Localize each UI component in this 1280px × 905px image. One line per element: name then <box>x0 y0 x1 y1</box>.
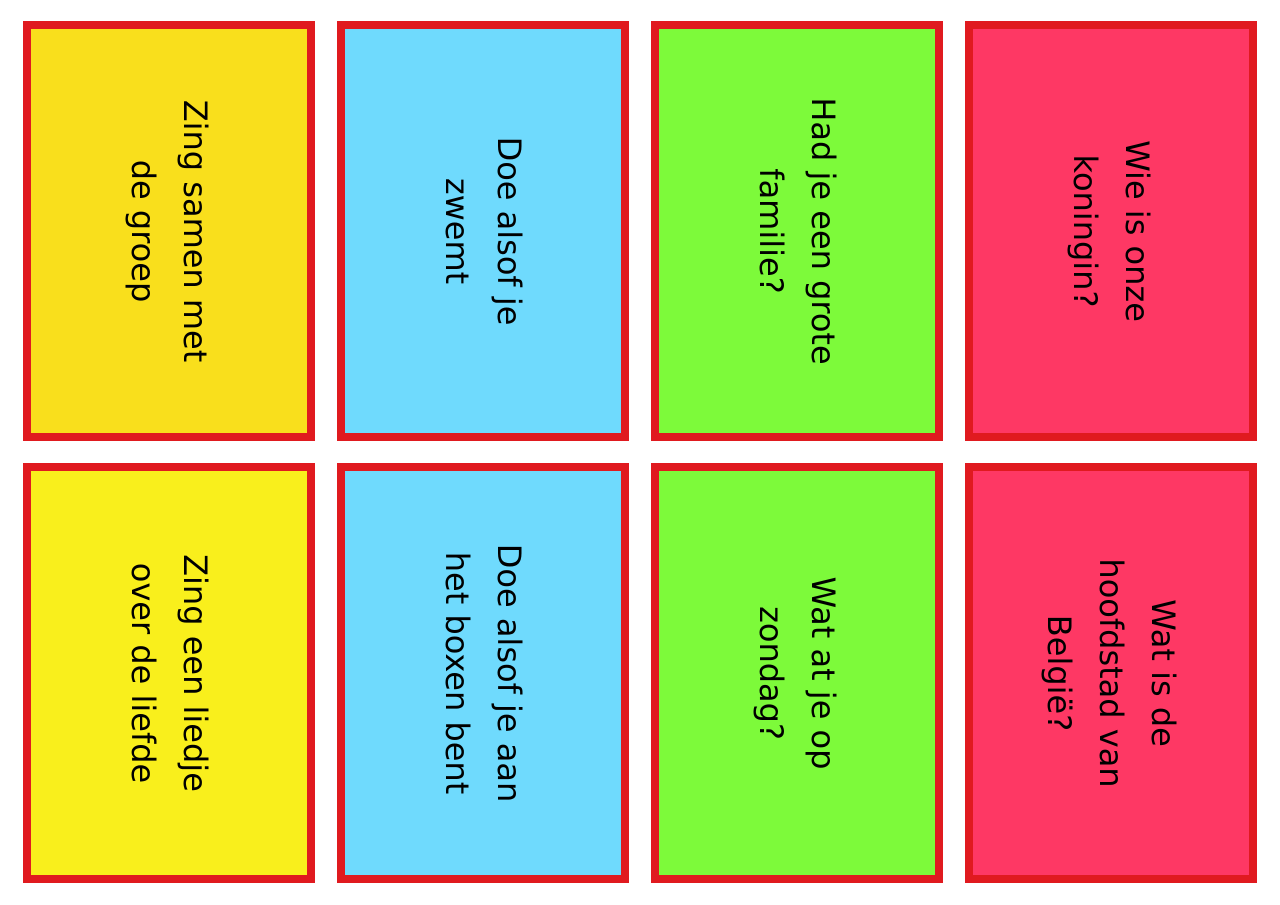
card-text: Had je een grote familie? <box>752 97 842 365</box>
card-text: Doe alsof je zwemt <box>438 136 528 326</box>
card-big-family: Had je een grote familie? <box>651 21 943 441</box>
card-sunday-food: Wat at je op zondag? <box>651 463 943 883</box>
card-text: Wat is de hoofdstad van België? <box>1040 558 1182 788</box>
card-text: Doe alsof je aan het boxen bent <box>438 543 528 803</box>
card-text: Zing een liedje over de liefde <box>124 554 214 792</box>
card-text: Wat at je op zondag? <box>752 576 842 770</box>
card-text: Wie is onze koningin? <box>1066 140 1156 322</box>
card-sing-with-group: Zing samen met de groep <box>23 21 315 441</box>
card-belgium-capital: Wat is de hoofdstad van België? <box>965 463 1257 883</box>
card-queen: Wie is onze koningin? <box>965 21 1257 441</box>
card-pretend-swim: Doe alsof je zwemt <box>337 21 629 441</box>
card-text: Zing samen met de groep <box>124 99 214 363</box>
card-love-song: Zing een liedje over de liefde <box>23 463 315 883</box>
card-pretend-boxing: Doe alsof je aan het boxen bent <box>337 463 629 883</box>
